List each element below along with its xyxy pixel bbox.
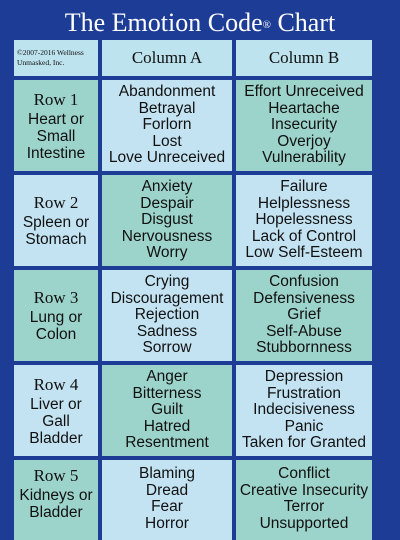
emotion-item: Taken for Granted xyxy=(241,434,367,452)
row-title: Row 1 xyxy=(33,89,79,109)
organ-text: Spleen or xyxy=(22,214,90,231)
chart-title: The Emotion Code® Chart xyxy=(0,6,400,40)
organ-text: Stomach xyxy=(25,231,87,248)
emotion-item: Panic xyxy=(284,417,324,435)
emotion-item: Bitterness xyxy=(132,384,202,402)
emotion-item: Failure xyxy=(280,178,328,196)
emotion-item: Helplessness xyxy=(257,194,351,212)
organ-text: Heart or xyxy=(28,110,84,128)
emotion-grid: ©2007-2016 Wellness Unmasked, Inc. Colum… xyxy=(10,40,392,540)
emotion-item: Insecurity xyxy=(270,116,338,134)
emotion-item: Forlorn xyxy=(142,116,192,134)
emotion-item: Lost xyxy=(152,132,182,150)
organ-text: Bladder xyxy=(29,504,83,521)
emotion-item: Hatred xyxy=(143,417,191,435)
emotion-item: Unsupported xyxy=(259,514,349,532)
emotion-item: Frustration xyxy=(266,384,342,402)
emotion-item: Dread xyxy=(145,481,189,499)
emotion-item: Confusion xyxy=(269,273,339,291)
emotion-item: Lack of Control xyxy=(251,227,357,245)
emotion-item: Sorrow xyxy=(142,339,192,357)
organ-text: Liver or xyxy=(30,395,82,413)
organ-text: Kidneys or xyxy=(19,487,93,504)
emotion-item: Defensiveness xyxy=(253,289,355,307)
emotion-item: Rejection xyxy=(134,306,200,324)
emotion-item: Discouragement xyxy=(110,289,224,307)
emotion-item: Depression xyxy=(264,368,344,386)
row-title: Row 5 xyxy=(33,466,79,485)
emotion-item: Stubbornness xyxy=(256,339,352,357)
emotion-item: Anger xyxy=(146,368,188,386)
emotion-item: Anxiety xyxy=(141,178,193,196)
emotion-item: Crying xyxy=(144,273,190,291)
emotion-item: Terror xyxy=(283,498,325,515)
column-b-header: Column B xyxy=(236,40,372,76)
emotion-item: Vulnerability xyxy=(262,149,346,167)
chart-title-suffix: Chart xyxy=(277,8,336,37)
emotion-item: Creative Insecurity xyxy=(239,481,369,499)
emotion-item: Conflict xyxy=(278,465,330,482)
row-title: Row 4 xyxy=(33,374,79,394)
emotion-item: Resentment xyxy=(125,434,209,452)
copyright-notice: ©2007-2016 Wellness Unmasked, Inc. xyxy=(14,40,98,76)
emotion-item: Effort Unreceived xyxy=(244,83,364,101)
organ-text: Bladder xyxy=(29,429,83,447)
column-a-header: Column A xyxy=(102,40,232,76)
emotion-item: Fear xyxy=(151,498,183,515)
emotion-item: Disgust xyxy=(141,211,193,229)
registered-mark: ® xyxy=(262,19,271,31)
emotion-item: Grief xyxy=(287,306,321,324)
row-title: Row 2 xyxy=(33,193,79,212)
emotion-item: Love Unreceived xyxy=(108,149,226,167)
emotion-item: Betrayal xyxy=(138,99,196,117)
emotion-item: Blaming xyxy=(139,465,195,482)
emotion-item: Nervousness xyxy=(121,227,213,245)
organ-text: Lung or xyxy=(29,309,83,326)
emotion-item: Despair xyxy=(140,194,194,212)
emotion-item: Guilt xyxy=(151,401,183,419)
emotion-item: Low Self-Esteem xyxy=(245,244,363,262)
organ-text: Intestine xyxy=(26,144,86,162)
emotion-item: Abandonment xyxy=(118,83,216,101)
emotion-item: Sadness xyxy=(136,322,198,340)
emotion-item: Horror xyxy=(145,514,189,532)
emotion-item: Indecisiveness xyxy=(253,401,355,419)
emotion-item: Worry xyxy=(146,244,188,262)
emotion-item: Heartache xyxy=(268,99,340,117)
organ-text: Gall xyxy=(42,412,70,430)
emotion-item: Hopelessness xyxy=(255,211,353,229)
emotion-item: Self-Abuse xyxy=(266,322,342,340)
emotion-item: Overjoy xyxy=(277,132,331,150)
organ-text: Small xyxy=(36,127,76,145)
chart-title-text: The Emotion Code xyxy=(64,8,263,37)
organ-text: Colon xyxy=(35,326,77,343)
row-title: Row 3 xyxy=(33,288,79,307)
